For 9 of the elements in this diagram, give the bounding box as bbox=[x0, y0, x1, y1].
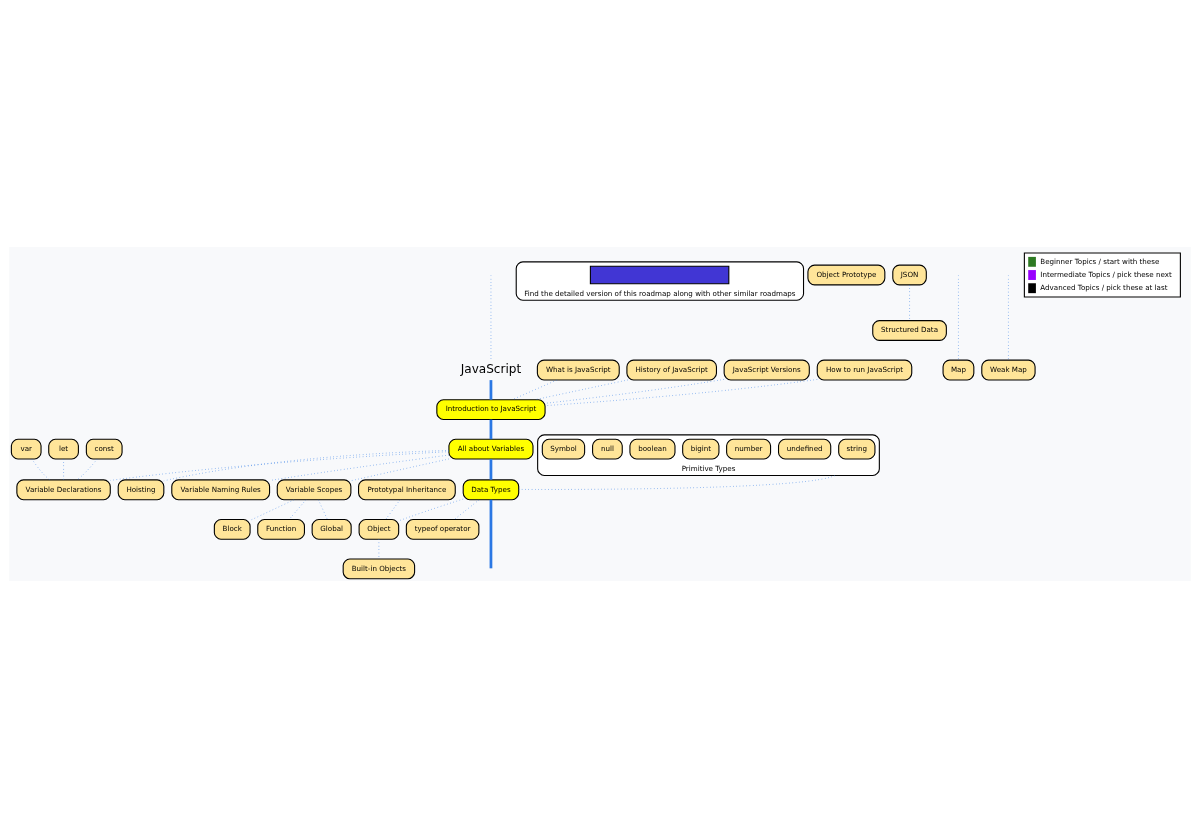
connector bbox=[31, 458, 51, 480]
connector bbox=[489, 458, 493, 480]
node-text: JavaScript bbox=[460, 361, 522, 376]
connector bbox=[489, 379, 493, 400]
node-box bbox=[589, 265, 730, 284]
connector bbox=[489, 419, 493, 439]
connector bbox=[63, 458, 64, 480]
connector bbox=[511, 379, 558, 400]
connector bbox=[489, 499, 493, 568]
